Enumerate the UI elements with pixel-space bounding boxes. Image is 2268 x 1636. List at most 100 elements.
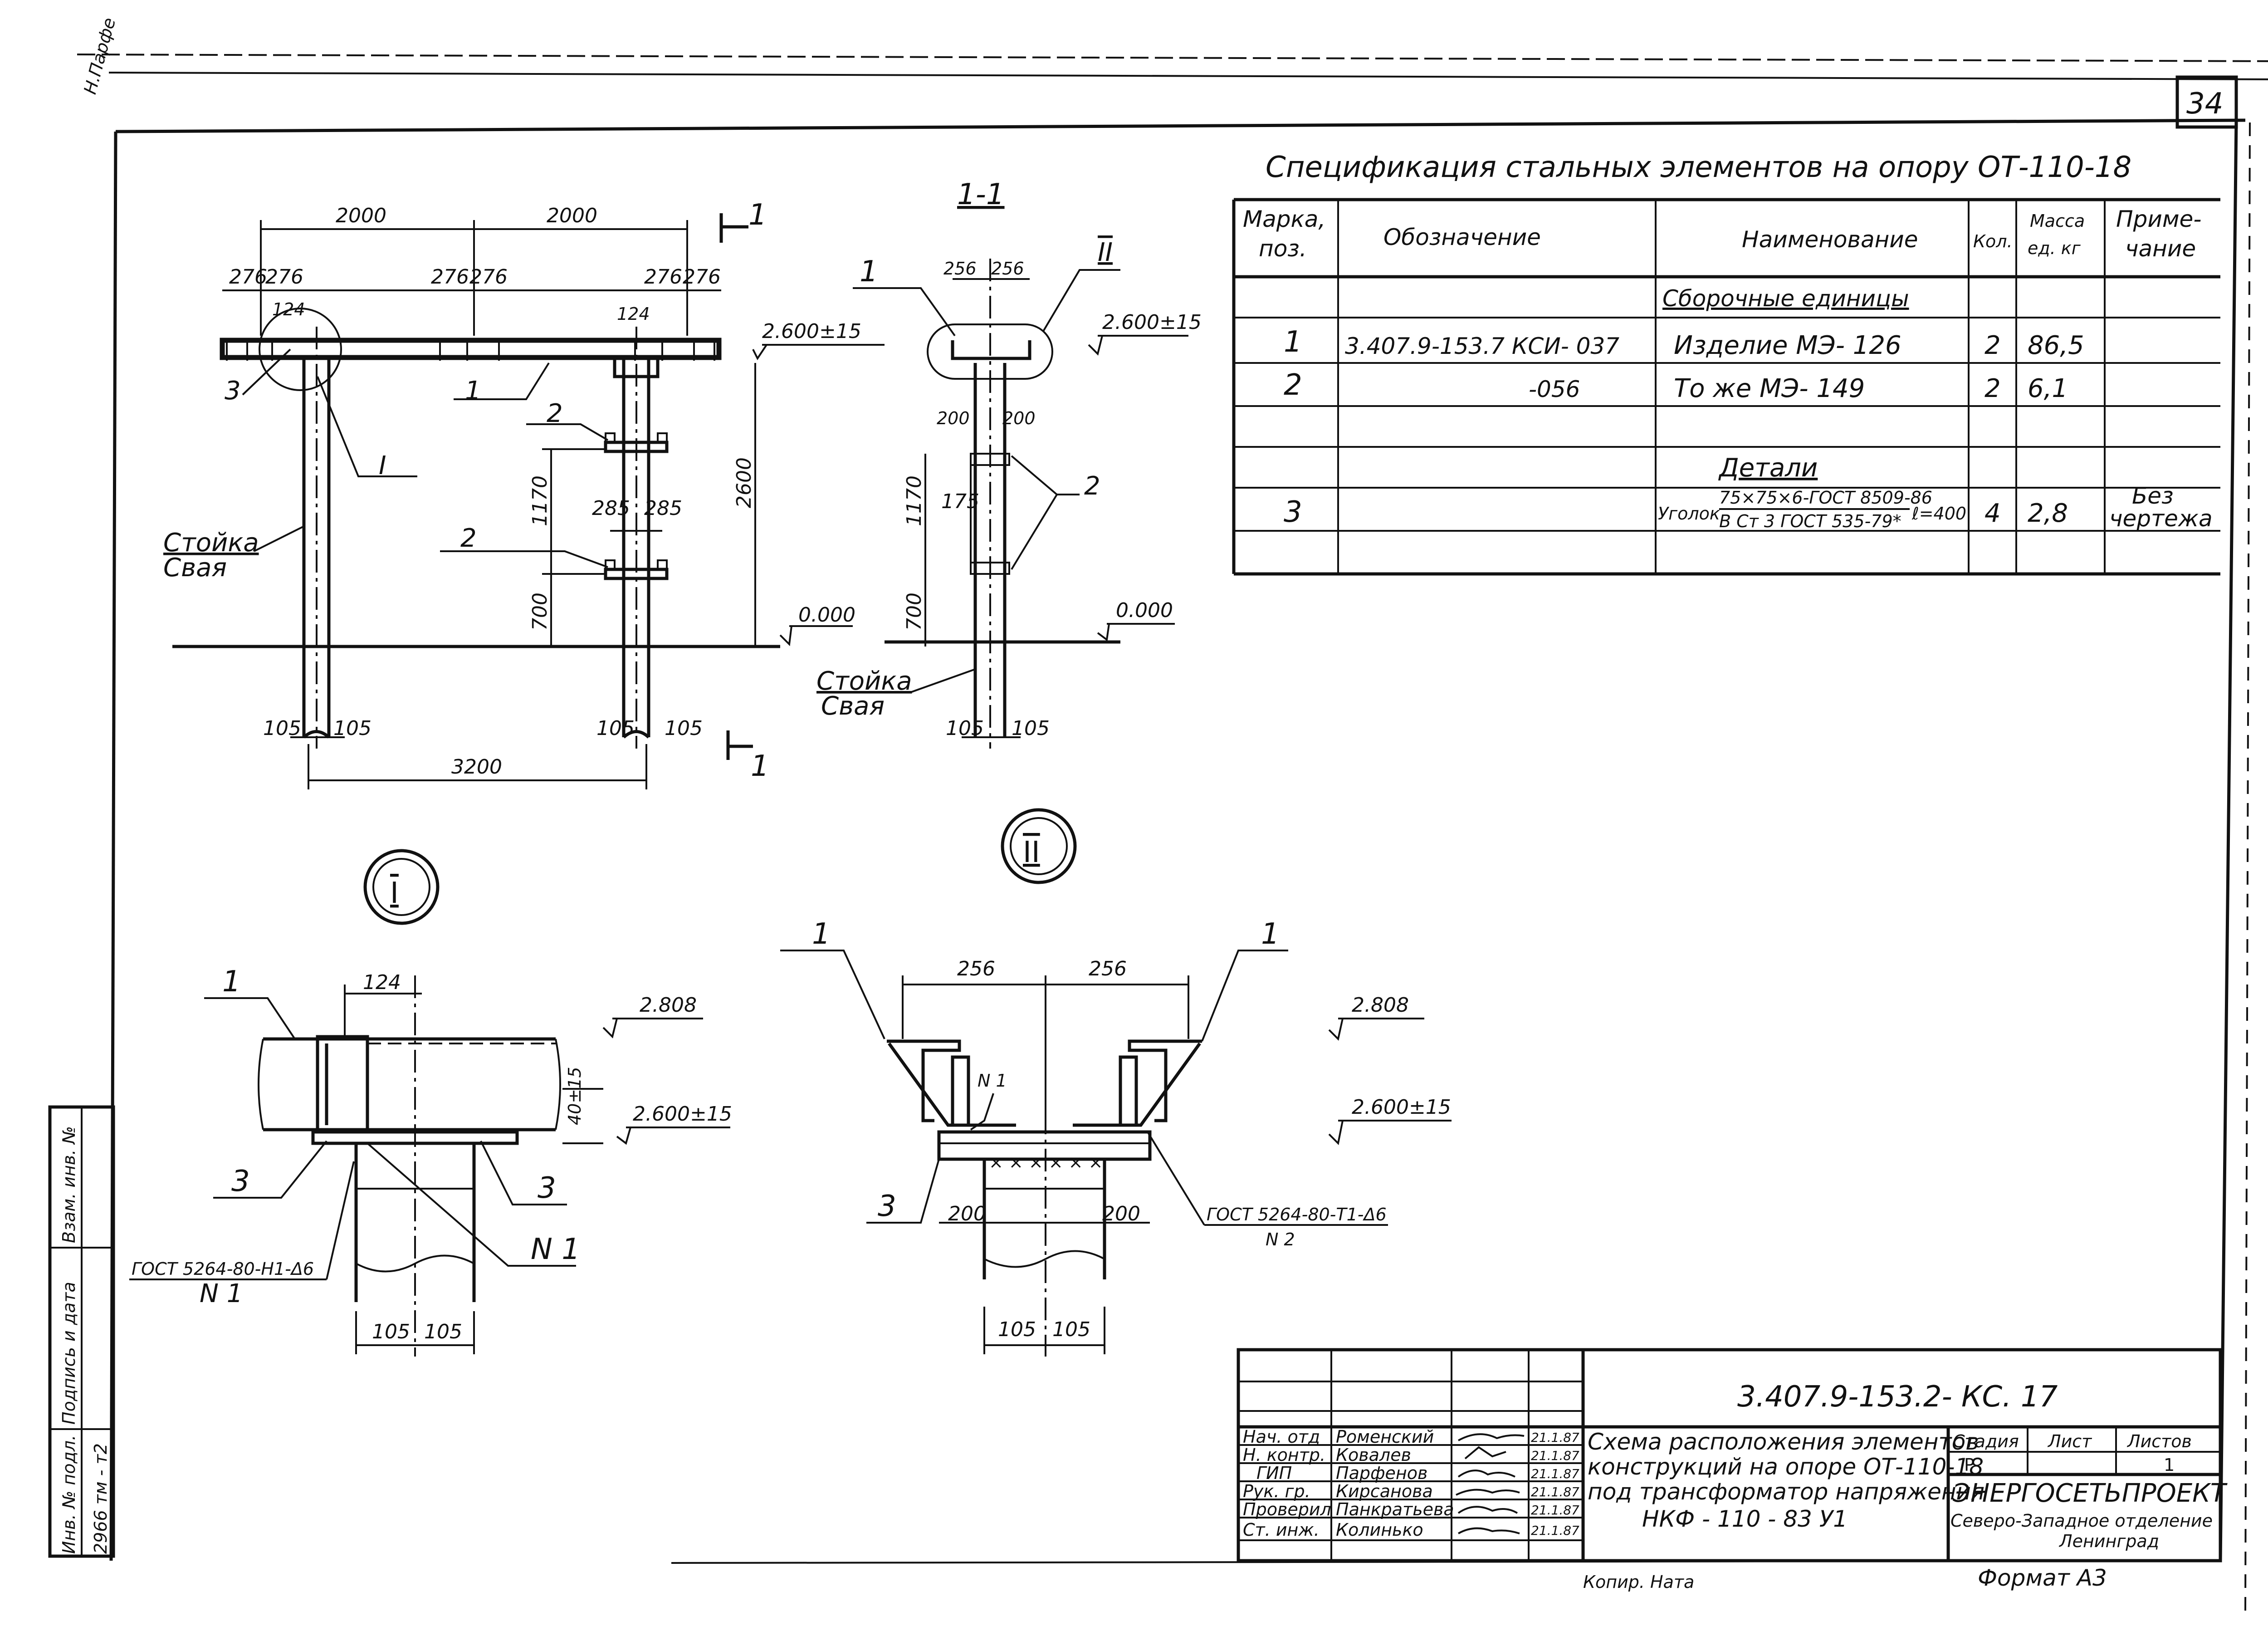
tb-date-3: 21.1.87 <box>1531 1466 1579 1481</box>
sec-dim-105-left: 105 <box>946 717 984 740</box>
tb-desc-2: конструкций на опоре ОТ-110-18 <box>1588 1454 1984 1480</box>
detail-II-marker: II <box>1023 836 1040 869</box>
sec-dim-200-right: 200 <box>1002 408 1036 428</box>
dim-3200: 3200 <box>451 755 502 779</box>
row2-mark: 2 <box>1284 368 1302 402</box>
tb-name-1: Роменский <box>1336 1427 1434 1447</box>
row2-qty: 2 <box>1984 374 2001 403</box>
detail-I-dim-105-b: 105 <box>424 1320 462 1343</box>
corner-note: Н.Парфе <box>80 15 119 96</box>
tb-org-1: ЭНЕРГОСЕТЬПРОЕКТ <box>1952 1479 2228 1508</box>
sec-elev-zero: 0.000 <box>1116 599 1173 622</box>
hdr-mark-2: поз. <box>1259 235 1307 262</box>
tb-sheets-value: 1 <box>2164 1455 2175 1475</box>
detail-I-dim-105-a: 105 <box>372 1320 410 1343</box>
sec-dim-256-right: 256 <box>991 259 1024 279</box>
tb-role-5: Проверил <box>1243 1499 1331 1519</box>
tb-date-2: 21.1.87 <box>1531 1448 1579 1463</box>
node-II-oval <box>927 323 1053 380</box>
row2-name: То же МЭ- 149 <box>1674 374 1865 403</box>
detail-II-elev-2600: 2.600±15 <box>1352 1096 1451 1119</box>
detail-II-pos1-left: 1 <box>812 917 831 951</box>
detail-I-elev-2600: 2.600±15 <box>633 1102 732 1126</box>
tb-desc-4: НКФ - 110 - 83 У1 <box>1642 1506 1848 1532</box>
label-stoika-main: Стойка <box>163 528 259 558</box>
hdr-mass-2: ед. кг <box>2028 238 2081 258</box>
row3-note-1: Без <box>2132 483 2174 509</box>
detail-I-weld-n-left: N 1 <box>200 1279 243 1308</box>
dim-105-d: 105 <box>665 717 703 740</box>
sec-pos-2: 2 <box>1084 471 1100 501</box>
side-strip: Взам. инв. № Подпись и дата Инв. № подл.… <box>48 1105 115 1558</box>
dim-276-c: 276 <box>431 265 469 289</box>
spec-table: Спецификация стальных элементов на опору… <box>1232 151 2220 576</box>
detail-II-dim-200-right: 200 <box>1102 1202 1140 1225</box>
title-block: 3.407.9-153.2- КС. 17 Нач. отд Н. контр.… <box>1237 1348 2228 1592</box>
dim-276-e: 276 <box>644 265 682 289</box>
sec-pos-1: 1 <box>860 255 878 289</box>
group-assemblies: Сборочные единицы <box>1662 285 1909 312</box>
tb-role-1: Нач. отд <box>1243 1427 1320 1447</box>
dim-2000-right: 2000 <box>547 204 597 227</box>
row1-mark: 1 <box>1284 325 1302 359</box>
tb-role-6: Ст. инж. <box>1243 1520 1320 1540</box>
tb-date-6: 21.1.87 <box>1531 1523 1579 1538</box>
row1-designation: 3.407.9-153.7 КСИ- 037 <box>1345 333 1619 359</box>
dim-285-left: 285 <box>592 497 630 520</box>
detail-II-elev-2808: 2.808 <box>1352 994 1409 1017</box>
detail-II-dim-256-left: 256 <box>957 957 995 980</box>
row3-name-prefix: Уголок <box>1658 504 1720 524</box>
page-number: 34 <box>2186 87 2223 121</box>
detail-II-dim-105-b: 105 <box>1052 1318 1090 1341</box>
row3-note-2: чертежа <box>2109 505 2213 532</box>
node-I-circle <box>259 308 342 391</box>
tb-role-4: Рук. гр. <box>1243 1481 1310 1501</box>
detail-I-elev-2808: 2.808 <box>640 994 697 1017</box>
tb-desc-1: Схема расположения элементов <box>1588 1429 1979 1455</box>
row1-name: Изделие МЭ- 126 <box>1674 331 1901 360</box>
detail-II-dim-200-left: 200 <box>948 1202 986 1225</box>
tb-date-1: 21.1.87 <box>1531 1430 1579 1445</box>
detail-I-pos3-right: 3 <box>538 1171 556 1205</box>
detail-II-pos3: 3 <box>878 1190 896 1223</box>
row3-name-top: 75×75×6-ГОСТ 8509-86 <box>1719 488 1932 508</box>
tb-name-6: Колинько <box>1336 1520 1423 1540</box>
dim-276-f: 276 <box>683 265 721 289</box>
row3-name-suffix: ℓ=400 <box>1911 504 1966 524</box>
detail-I-dim-124: 124 <box>363 971 401 994</box>
detail-II-dim-105-a: 105 <box>998 1318 1036 1341</box>
node-I-label: I <box>379 451 386 480</box>
row3-mark: 3 <box>1284 495 1302 529</box>
tb-format: Формат А3 <box>1978 1565 2107 1591</box>
tb-stage-label: Стадия <box>1953 1431 2019 1451</box>
dim-105-c: 105 <box>596 717 635 740</box>
detail-I-dim-40: 40±15 <box>565 1067 585 1125</box>
dim-2000-left: 2000 <box>336 204 386 227</box>
tb-desc-3: под трансформатор напряжения <box>1588 1479 1984 1505</box>
detail-I-marker: I <box>390 877 399 910</box>
side-inv-repl: Взам. инв. № <box>59 1126 79 1243</box>
dim-1170-main: 1170 <box>528 475 552 526</box>
side-inv-num: 2966 тм - т2 <box>91 1443 111 1554</box>
sec-dim-105-right: 105 <box>1012 717 1050 740</box>
detail-I-pos3-left: 3 <box>231 1165 250 1198</box>
hdr-name: Наименование <box>1742 226 1918 253</box>
tb-stage-value: Р <box>1964 1455 1975 1475</box>
detail-I-pos1: 1 <box>222 965 241 999</box>
dim-276-d: 276 <box>469 265 508 289</box>
tb-date-4: 21.1.87 <box>1531 1484 1579 1499</box>
hdr-qty: Кол. <box>1973 231 2013 251</box>
dim-2600: 2600 <box>733 457 756 508</box>
row3-mass: 2,8 <box>2028 499 2068 528</box>
sec-dim-200-left: 200 <box>937 408 970 428</box>
pos-1-main: 1 <box>465 376 481 406</box>
detail-II-dim-256-right: 256 <box>1089 957 1127 980</box>
dim-105-a: 105 <box>263 717 301 740</box>
main-view: 2000 2000 276 276 276 276 276 276 124 12… <box>163 198 885 789</box>
cut-mark-top: 1 <box>748 198 767 232</box>
tb-name-2: Ковалев <box>1336 1445 1411 1465</box>
tb-org-2: Северо-Западное отделение <box>1950 1511 2213 1531</box>
pos-3-main: 3 <box>225 376 241 406</box>
side-inv-orig: Инв. № подл. <box>59 1435 79 1554</box>
